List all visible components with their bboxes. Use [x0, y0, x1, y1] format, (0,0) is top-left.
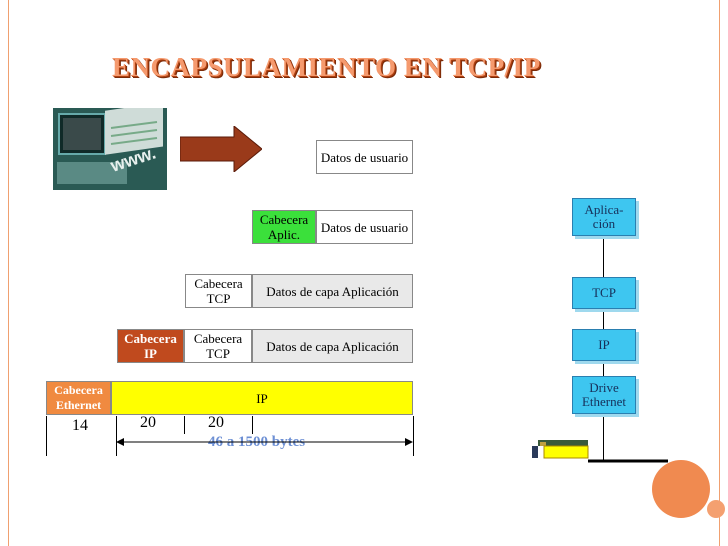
stack-application-label: Aplica- ción — [584, 202, 624, 231]
tcp-header-box-2: Cabecera TCP — [184, 329, 252, 363]
ip-frame-label: IP — [256, 390, 268, 406]
app-layer-data-label-2: Datos de capa Aplicación — [266, 338, 399, 354]
network-card-icon — [532, 440, 668, 463]
tcp-header-box: Cabecera TCP — [185, 274, 252, 308]
ethernet-size-label: 14 — [72, 417, 88, 434]
computer-www-icon: www. — [53, 108, 167, 190]
app-layer-data-label: Datos de capa Aplicación — [266, 283, 399, 299]
app-header-box: Cabecera Aplic. — [252, 210, 316, 244]
ethernet-header-box: Cabecera Ethernet — [46, 381, 111, 415]
app-layer-data-box: Datos de capa Aplicación — [252, 274, 413, 308]
tcp-header-label: Cabecera TCP — [194, 276, 243, 306]
byte-range-arrow — [116, 438, 413, 446]
ip-size-label: 20 — [140, 414, 156, 431]
tick-frame-end — [413, 416, 414, 456]
user-data-label-2: Datos de usuario — [320, 219, 409, 235]
app-layer-data-box-2: Datos de capa Aplicación — [252, 329, 413, 363]
user-data-box-2: Datos de usuario — [316, 210, 413, 244]
ip-frame-box: IP — [111, 381, 413, 415]
stack-tcp-box: TCP — [572, 277, 636, 309]
tick-ethernet-start — [46, 416, 47, 456]
ethernet-header-label: Cabecera Ethernet — [54, 383, 103, 412]
stack-ethernet-box: Drive Ethernet — [572, 376, 636, 414]
user-data-label: Datos de usuario — [320, 149, 409, 165]
stack-ethernet-label: Drive Ethernet — [581, 380, 627, 409]
tick-ip-start — [116, 416, 117, 456]
stack-ip-label: IP — [598, 337, 610, 352]
app-header-label: Cabecera Aplic. — [259, 212, 309, 242]
right-frame-line — [719, 0, 720, 546]
left-frame-line — [8, 0, 9, 546]
tcp-header-label-2: Cabecera TCP — [193, 331, 243, 361]
stack-ip-box: IP — [572, 329, 636, 361]
ip-header-label: Cabecera IP — [124, 331, 177, 361]
decorative-circle-large — [652, 460, 710, 518]
stack-application-box: Aplica- ción — [572, 198, 636, 236]
tick-data-start — [252, 416, 253, 434]
right-arrow-icon — [180, 126, 262, 172]
decorative-circle-small — [707, 500, 725, 518]
user-data-box: Datos de usuario — [316, 140, 413, 174]
page-title: ENCAPSULAMIENTO EN TCP/IP — [112, 52, 541, 82]
tick-tcp-start — [184, 416, 185, 434]
stack-tcp-label: TCP — [592, 285, 616, 300]
ip-header-box: Cabecera IP — [117, 329, 184, 363]
tcp-size-label: 20 — [208, 414, 224, 431]
